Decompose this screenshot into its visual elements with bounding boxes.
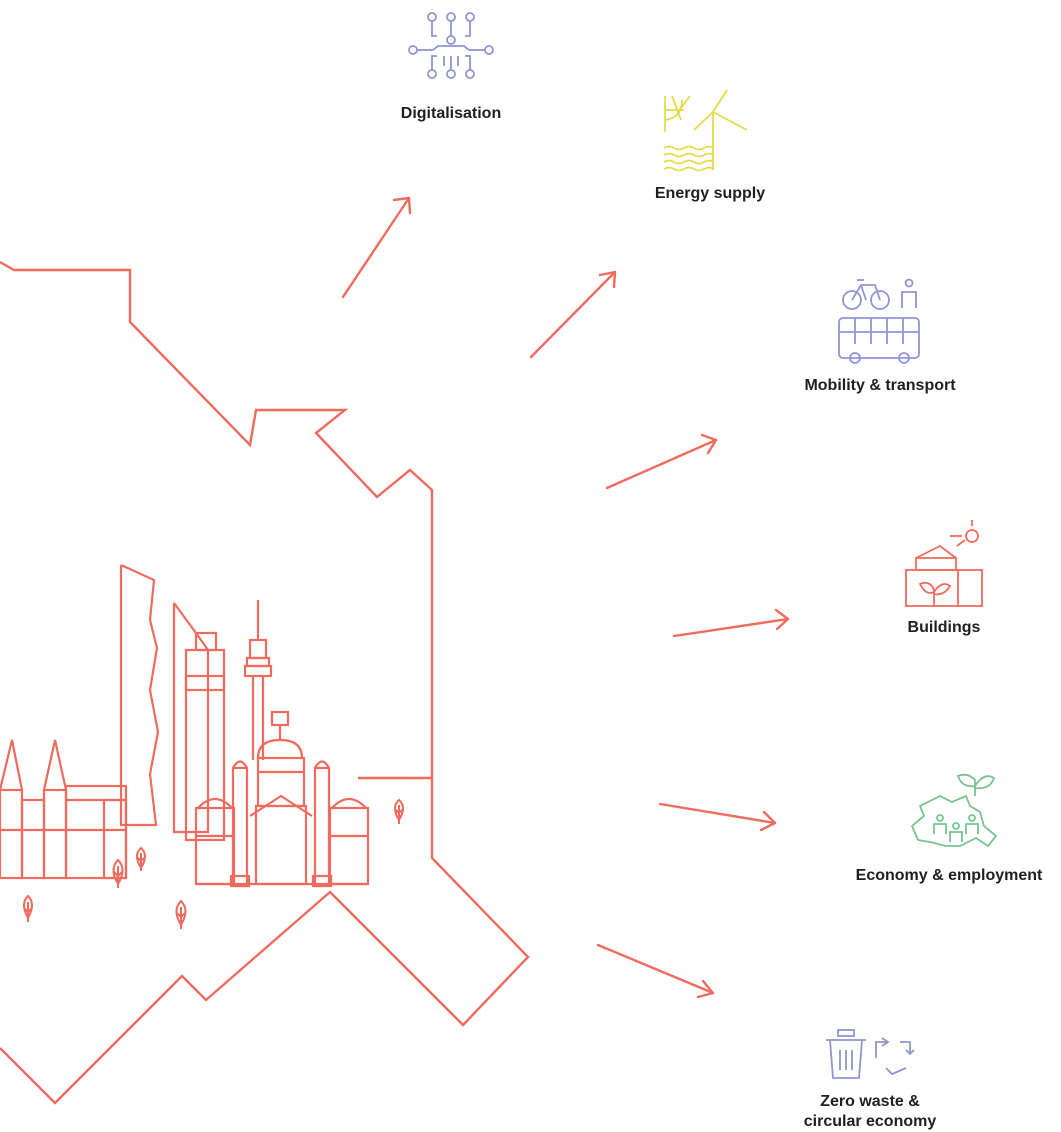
solar-roof-house-icon [905, 520, 983, 607]
label-economy-employment: Economy & employment [855, 867, 1043, 884]
tree [175, 899, 187, 929]
label-mobility-transport: Mobility & transport [804, 377, 956, 394]
tree [136, 846, 146, 871]
bike-bus-pedestrian-icon [838, 278, 920, 364]
tree [23, 894, 33, 922]
label-zero-waste-line2: circular economy [803, 1113, 937, 1130]
arrows [341, 196, 790, 999]
trees [23, 798, 404, 929]
arrow-waste [596, 943, 715, 999]
label-buildings: Buildings [907, 619, 981, 636]
arrow-energy [529, 270, 617, 359]
tree [394, 798, 404, 824]
city-boundary [0, 260, 530, 1105]
label-energy-supply: Energy supply [654, 185, 766, 202]
label-digitalisation: Digitalisation [400, 105, 502, 122]
circuit-network-icon [408, 12, 494, 79]
sun-wind-water-icon [663, 89, 748, 172]
bin-recycle-icon [826, 1029, 915, 1079]
label-zero-waste: Zero waste & circular economy [790, 1092, 950, 1132]
people-sprout-icon [910, 773, 998, 848]
arrow-mobility [605, 433, 718, 490]
tree [112, 858, 124, 888]
arrow-buildings [672, 608, 790, 638]
arrow-economy [658, 802, 777, 832]
vienna-skyline-illustration [0, 563, 370, 888]
arrow-digitalisation [341, 196, 412, 299]
label-zero-waste-line1: Zero waste & [820, 1093, 920, 1110]
